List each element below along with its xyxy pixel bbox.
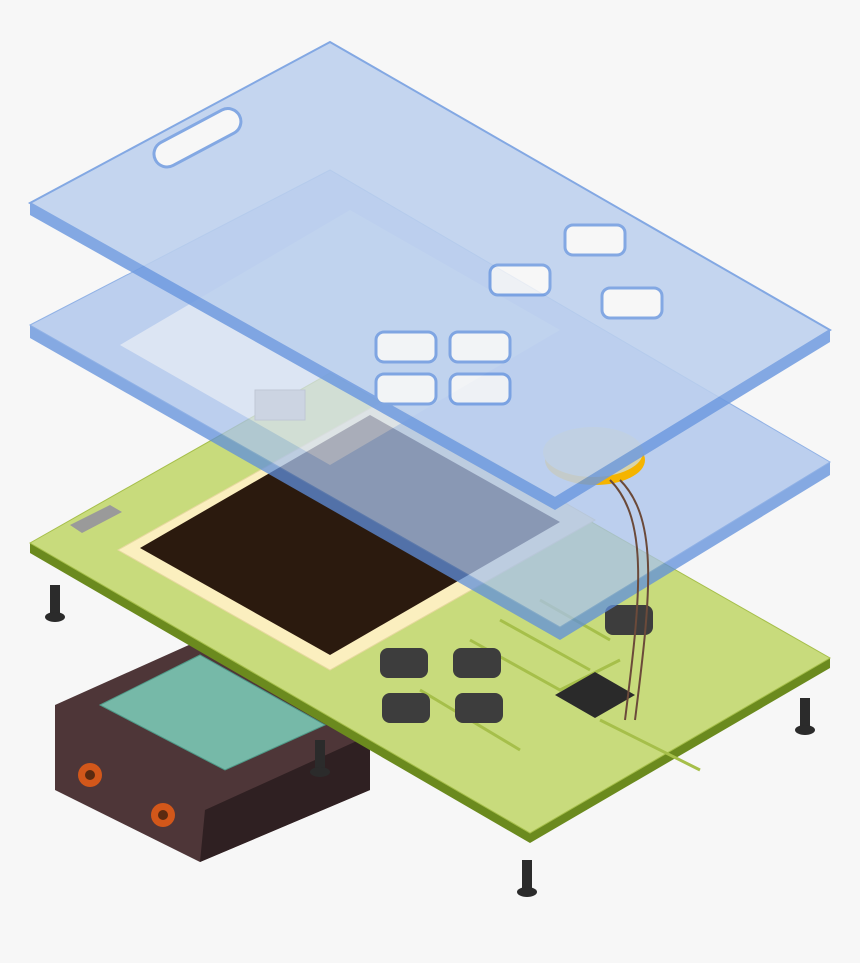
- power-switch: [70, 505, 122, 533]
- microcontroller-chip: [555, 672, 635, 718]
- screws: [45, 585, 815, 897]
- screw-left: [45, 585, 65, 622]
- buzzer-wires: [609, 479, 650, 721]
- screw-mid: [310, 740, 330, 777]
- slot-cutout: [152, 107, 243, 169]
- acrylic-top-plate: [27, 40, 832, 510]
- button-cutouts: [374, 223, 664, 406]
- screw-right: [795, 698, 815, 735]
- buttons: [380, 605, 653, 723]
- screw-bottom: [517, 860, 537, 897]
- pcb-board: [28, 372, 832, 843]
